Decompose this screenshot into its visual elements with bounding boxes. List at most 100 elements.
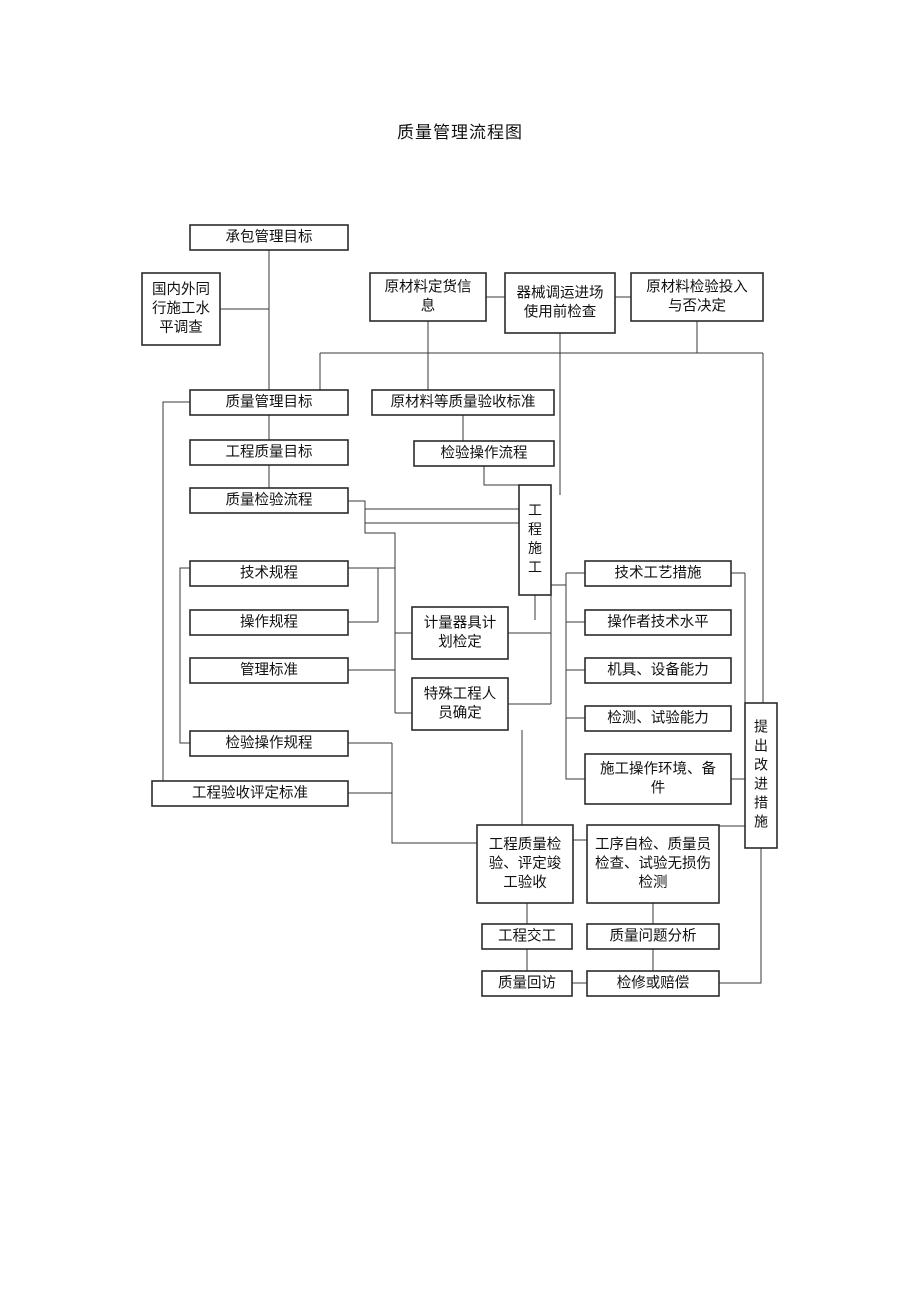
flow-box-rect[interactable] [189,657,349,684]
flow-box-rect[interactable] [630,272,764,322]
flow-box-label: 质量管理目标 [226,393,313,410]
flow-box-rect[interactable] [189,730,349,757]
flow-box-label: 管理标准 [240,661,298,678]
flow-box-rect[interactable] [189,487,349,514]
flow-box-rect[interactable] [744,702,778,849]
connector-construction-right-out [551,584,585,780]
flow-box-rect[interactable] [476,824,574,904]
flow-box-rect[interactable] [189,560,349,587]
flow-box-rect[interactable] [189,609,349,636]
flow-box-label: 检验操作规程 [226,734,313,751]
flow-box[interactable]: 工程交工 [481,923,573,950]
flow-box-label: 员确定 [438,704,482,721]
flow-box-rect[interactable] [369,272,487,322]
flow-box-rect[interactable] [411,606,509,660]
flow-box[interactable]: 检测、试验能力 [584,705,732,732]
box-layer: 承包管理目标国内外同行施工水平调查原材料定货信息器械调运进场使用前检查原材料检验… [141,224,778,997]
connector-bottom-left-rail [391,743,477,844]
flow-box-label: 检测、试验能力 [607,709,709,726]
flow-box-rect[interactable] [586,970,720,997]
flow-box-label: 工程质量目标 [226,443,313,460]
flow-box-rect[interactable] [481,970,573,997]
flow-box-rect[interactable] [411,677,509,731]
flow-box-rect[interactable] [586,824,720,904]
flow-box[interactable]: 机具、设备能力 [584,657,732,684]
flow-box-rect[interactable] [584,753,732,805]
flow-box-label: 原材料定货信 [385,278,472,295]
flow-box-rect[interactable] [371,389,555,416]
flow-box-rect[interactable] [584,609,732,636]
flow-box-label: 工程质量检 [489,836,562,853]
flow-box[interactable]: 检验操作规程 [189,730,349,757]
flow-box-rect[interactable] [413,440,555,467]
flow-box-label: 原材料等质量验收标准 [391,392,536,410]
flow-box-label: 原材料检验投入 [646,278,748,295]
flow-box-rect[interactable] [584,705,732,732]
flow-box-label: 提 [754,719,768,735]
flow-box[interactable]: 工程质量目标 [189,439,349,466]
flow-box-rect[interactable] [189,224,349,251]
flow-box-rect[interactable] [151,780,349,807]
flow-box[interactable]: 质量管理目标 [189,389,349,416]
flow-box-label: 承包管理目标 [226,228,313,245]
flow-box-rect[interactable] [584,657,732,684]
flow-box[interactable]: 质量检验流程 [189,487,349,514]
flow-box-label: 与否决定 [668,297,726,314]
flow-box-label: 操作者技术水平 [607,613,709,630]
flow-box-label: 划检定 [438,633,482,650]
flow-box-label: 工程验收评定标准 [192,784,308,801]
flow-box[interactable]: 原材料等质量验收标准 [371,389,555,416]
flow-box-label: 工 [528,502,542,518]
page-title: 质量管理流程图 [397,123,523,142]
flow-box-rect[interactable] [481,923,573,950]
flow-box[interactable]: 检修或赔偿 [586,970,720,997]
flow-box-label: 措 [754,795,768,811]
flow-box-rect[interactable] [189,439,349,466]
flow-box[interactable]: 操作规程 [189,609,349,636]
flow-box-label: 程 [528,521,542,537]
flow-box-label: 施 [754,814,768,830]
flow-box[interactable]: 操作者技术水平 [584,609,732,636]
flow-box[interactable]: 检验操作流程 [413,440,555,467]
flow-box-label: 计量器具计 [424,614,497,631]
connector-left-outer-rail [152,401,190,794]
flow-box-label: 施 [528,540,542,556]
flow-box[interactable]: 工程验收评定标准 [151,780,349,807]
flow-box-label: 平调查 [159,319,203,336]
flow-box-rect[interactable] [518,484,552,596]
flow-box-rect[interactable] [586,923,720,950]
flow-box-label: 质量回访 [498,974,556,991]
flow-box[interactable]: 施工操作环境、备件 [584,753,732,805]
flow-box-rect[interactable] [504,272,616,334]
flow-box-label: 使用前检查 [524,303,597,320]
flow-box-label: 进 [754,776,768,792]
flow-box-label: 检查、试验无损伤 [595,855,711,872]
flow-box-label: 工序自检、质量员 [595,836,711,853]
flow-box-label: 验、评定竣 [489,855,562,872]
flow-box-label: 息 [421,297,436,314]
flow-box-label: 特殊工程人 [424,685,497,702]
flow-box[interactable]: 质量回访 [481,970,573,997]
flow-box[interactable]: 承包管理目标 [189,224,349,251]
flow-box[interactable]: 管理标准 [189,657,349,684]
flow-box-rect[interactable] [584,560,732,587]
flow-box[interactable]: 技术工艺措施 [584,560,732,587]
flow-box-rect[interactable] [189,389,349,416]
flow-box[interactable]: 技术规程 [189,560,349,587]
connector-spec-rail-up [364,523,396,568]
flow-box-rect[interactable] [141,272,221,346]
flow-box-label: 质量问题分析 [610,927,697,944]
flow-box[interactable]: 质量问题分析 [586,923,720,950]
